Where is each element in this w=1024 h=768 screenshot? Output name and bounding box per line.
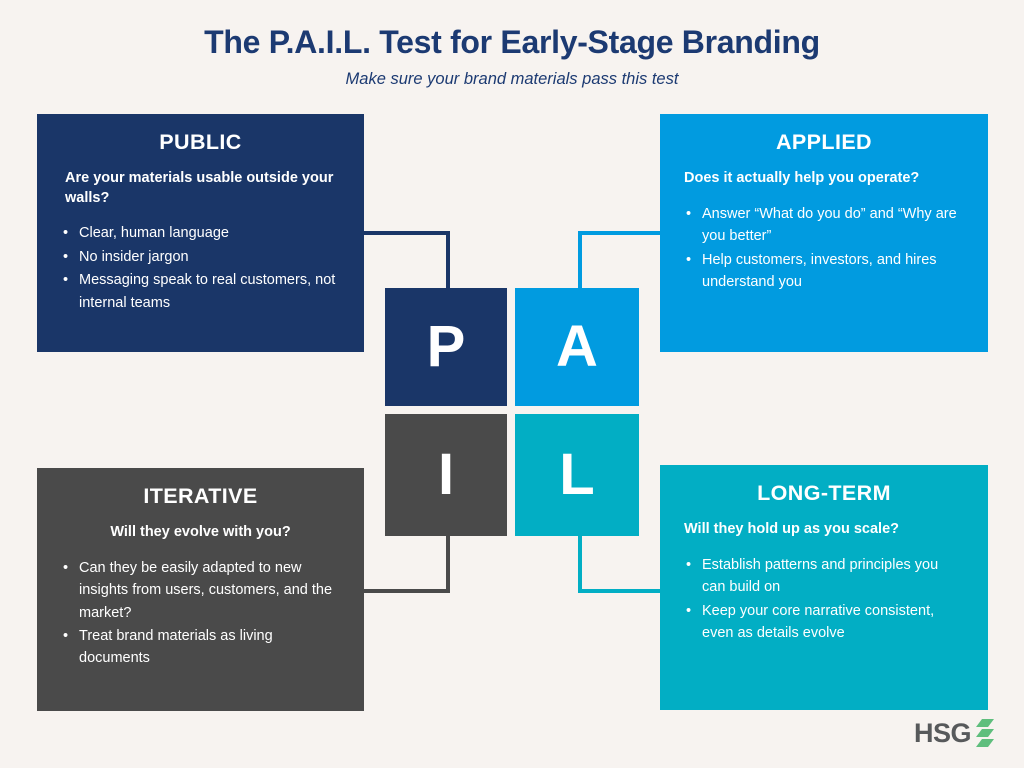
letter-block-p: P: [385, 288, 507, 406]
letter-l: L: [559, 442, 595, 507]
panel-longterm-question: Will they hold up as you scale?: [684, 521, 899, 537]
list-item: Keep your core narrative consistent, eve…: [684, 600, 964, 645]
panel-longterm-bullets: Establish patterns and principles you ca…: [684, 554, 964, 645]
letter-block-a: A: [515, 288, 639, 406]
page-title: The P.A.I.L. Test for Early-Stage Brandi…: [204, 24, 820, 60]
panel-public: PUBLIC Are your materials usable outside…: [37, 114, 364, 352]
letter-a: A: [556, 314, 598, 379]
panel-longterm: LONG-TERM Will they hold up as you scale…: [660, 465, 988, 710]
letter-p: P: [426, 314, 466, 379]
connector-iterative-horizontal: [364, 589, 450, 593]
connector-longterm-vertical: [578, 536, 582, 593]
letter-i: I: [437, 442, 455, 507]
panel-public-bullets: Clear, human language No insider jargon …: [61, 222, 340, 314]
connector-iterative-vertical: [446, 536, 450, 593]
panel-iterative: ITERATIVE Will they evolve with you? Can…: [37, 468, 364, 711]
list-item: Answer “What do you do” and “Why are you…: [684, 203, 964, 248]
panel-iterative-title: ITERATIVE: [143, 484, 258, 508]
panel-applied-title: APPLIED: [776, 130, 872, 154]
header: The P.A.I.L. Test for Early-Stage Brandi…: [0, 0, 1024, 89]
panel-iterative-bullets: Can they be easily adapted to new insigh…: [61, 557, 340, 670]
letter-block-i: I: [385, 414, 507, 536]
hsg-slash-mark-icon: [976, 719, 994, 747]
list-item: Can they be easily adapted to new insigh…: [61, 557, 340, 624]
connector-applied-vertical: [578, 231, 582, 289]
hsg-logo: HSG: [914, 716, 996, 750]
list-item: Establish patterns and principles you ca…: [684, 554, 964, 599]
panel-public-question: Are your materials usable outside your w…: [65, 170, 334, 206]
list-item: Clear, human language: [61, 222, 340, 245]
page-subtitle: Make sure your brand materials pass this…: [345, 70, 679, 89]
panel-iterative-question: Will they evolve with you?: [110, 524, 291, 540]
connector-longterm-horizontal: [578, 589, 662, 593]
connector-public-horizontal: [364, 231, 450, 235]
panel-public-title: PUBLIC: [159, 130, 242, 154]
list-item: Help customers, investors, and hires und…: [684, 249, 964, 294]
list-item: No insider jargon: [61, 246, 340, 269]
panel-applied: APPLIED Does it actually help you operat…: [660, 114, 988, 352]
connector-applied-horizontal: [578, 231, 662, 235]
hsg-logo-text: HSG: [913, 717, 972, 748]
panel-applied-question: Does it actually help you operate?: [684, 170, 920, 186]
panel-longterm-title: LONG-TERM: [757, 481, 891, 505]
connector-public-vertical: [446, 231, 450, 289]
letter-block-l: L: [515, 414, 639, 536]
panel-applied-bullets: Answer “What do you do” and “Why are you…: [684, 203, 964, 294]
list-item: Treat brand materials as living document…: [61, 625, 340, 670]
list-item: Messaging speak to real customers, not i…: [61, 269, 340, 314]
